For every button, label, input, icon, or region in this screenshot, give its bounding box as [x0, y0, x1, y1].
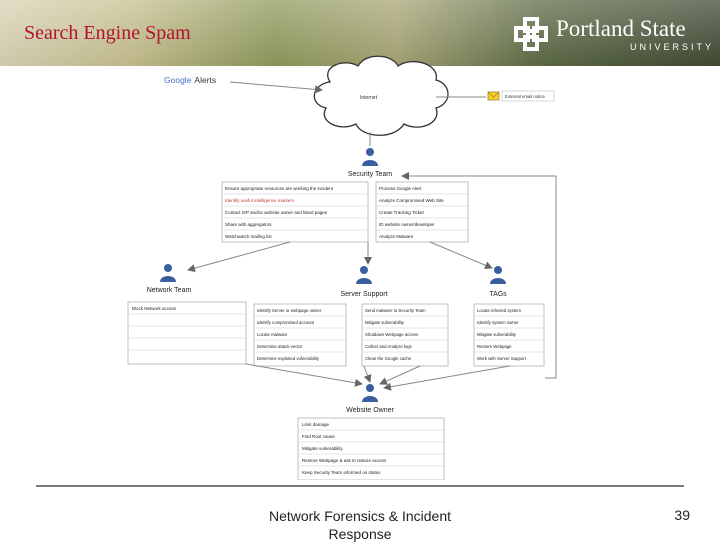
logo-name: Portland State — [556, 16, 686, 41]
network-to-owner-arrow — [245, 363, 363, 387]
envelope-icon — [487, 91, 500, 101]
footer-divider — [36, 485, 684, 487]
network-team-person-icon — [160, 264, 176, 282]
server-support-left-box: Identify Server or webpage owner Identif… — [253, 303, 347, 367]
to-tags-arrow — [429, 241, 493, 269]
security-team-person-icon — [362, 148, 378, 166]
email-notice-box — [501, 90, 555, 102]
slide-title: Search Engine Spam — [24, 22, 191, 44]
network-team-title: Network Team — [147, 287, 192, 294]
security-right-item: Analyze Malware — [379, 234, 414, 239]
alert-arrow — [229, 81, 323, 94]
server-support-title: Server Support — [340, 291, 387, 298]
tags-person-icon — [490, 266, 506, 284]
psu-logo-icon — [514, 17, 548, 51]
owner-item: Limit damage — [302, 422, 330, 427]
security-right-item: Analyze Compromised Web Site — [379, 198, 444, 203]
security-left-item: Contact ISP and/or website owner and lis… — [225, 210, 328, 215]
network-item: Block Network access — [132, 306, 177, 311]
footer-course-title: Network Forensics & Incident Response — [268, 508, 452, 542]
security-left-item: Identify useful intelligence markers — [225, 198, 295, 203]
tags-item: Locate infected system — [477, 308, 521, 313]
website-owner-box: Limit damage Find Root cause Mitigate vu… — [297, 417, 445, 480]
server-support-person-icon — [356, 266, 372, 284]
header-banner — [0, 0, 720, 66]
website-owner-person-icon — [362, 384, 378, 402]
tags-box: Locate infected system Identify system o… — [473, 303, 545, 367]
server-right-item: Clean the Google cache — [365, 356, 412, 361]
network-team-box: Block Network access — [127, 301, 247, 365]
tags-item: Identify system owner — [477, 320, 519, 325]
server-right-item: Collect and Analyze logs — [365, 344, 412, 349]
security-team-left-box: Ensure appropriate resources are working… — [221, 181, 369, 243]
internet-label: Internet — [360, 95, 378, 101]
server-right-item: Mitigate vulnerability — [365, 320, 405, 325]
owner-item: Keep Security Team informed on status — [302, 470, 381, 475]
server-left-item: Determine attack vector — [257, 344, 303, 349]
server-support-right-box: Send malware to Security Team Mitigate v… — [361, 303, 449, 367]
owner-item: Restore Webpage & ask to restore access — [302, 458, 387, 463]
server-right-item: Send malware to Security Team — [365, 308, 426, 313]
server-right-to-owner-arrow — [379, 365, 421, 385]
envelope-flap — [487, 91, 500, 98]
tags-item: Mitigate vulnerability — [477, 332, 517, 337]
google-wordmark: Google — [164, 75, 192, 85]
security-team-title: Security Team — [348, 171, 392, 178]
tags-item: Restore Webpage — [477, 344, 512, 349]
security-left-item: Share with aggregators — [225, 222, 272, 227]
tags-item: Work with Server Support — [477, 356, 527, 361]
security-left-item: Ensure appropriate resources are working… — [225, 186, 334, 191]
tags-title: TAGs — [489, 291, 507, 298]
website-owner-title: Website Owner — [346, 407, 394, 414]
page-number: 39 — [674, 507, 690, 523]
to-network-arrow — [187, 241, 291, 273]
owner-item: Find Root cause — [302, 434, 335, 439]
server-left-item: Identify compromised account — [257, 320, 315, 325]
server-right-item: Shutdown Webpage access — [365, 332, 418, 337]
email-notice-label: External email notice — [505, 94, 545, 99]
server-left-item: Determine exploited vulnerability — [257, 356, 320, 361]
security-team-right-box: Process Google Alert Analyze Compromised… — [375, 181, 469, 243]
security-right-item: Process Google Alert — [379, 186, 422, 191]
university-logo: Portland State UNIVERSITY — [512, 16, 712, 56]
header-banner-overlay — [0, 0, 720, 66]
internet-cloud — [313, 55, 449, 136]
owner-item: Mitigate vulnerability — [302, 446, 344, 451]
security-left-item: Watchwatch mailing list — [225, 234, 272, 239]
tags-to-owner-arrow — [383, 365, 511, 391]
alerts-wordmark: Alerts — [194, 75, 216, 85]
server-left-item: Locate malware — [257, 332, 288, 337]
security-right-item: Create Tracking Ticket — [379, 210, 425, 215]
security-right-item: ID website owner/developer — [379, 222, 435, 227]
feedback-loop-arrow — [401, 172, 557, 379]
server-to-owner-arrow — [363, 365, 372, 383]
logo-subtitle: UNIVERSITY — [630, 42, 715, 52]
server-left-item: Identify Server or webpage owner — [257, 308, 322, 313]
